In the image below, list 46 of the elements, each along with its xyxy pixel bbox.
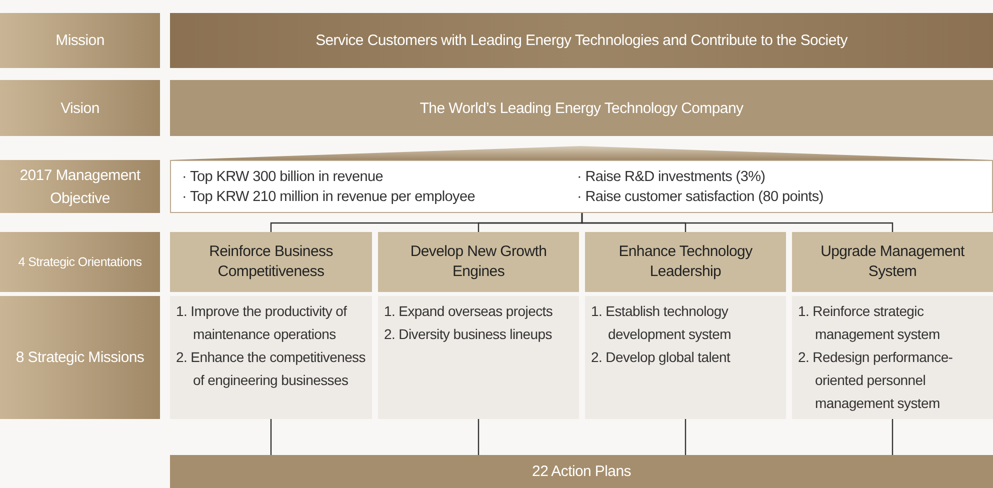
box-label: 8 Strategic Missions (16, 348, 144, 368)
connector-line (478, 419, 480, 455)
mission-box (378, 296, 579, 419)
row-label-box (0, 160, 160, 213)
mission-box (792, 296, 993, 419)
connector-line (270, 419, 272, 455)
mission-band (170, 13, 993, 68)
list-item: 1. Establish technology development system (591, 302, 732, 344)
objective-box (170, 146, 993, 213)
box-label: Enhance Technology Leadership (618, 242, 754, 282)
box-label: 4 Strategic Orientations (18, 254, 142, 271)
objective-item: · Raise R&D investments (3%) (577, 168, 766, 186)
list-item: 2. Develop global talent (591, 348, 732, 367)
list-item: 2. Enhance the competitiveness of engineering businesses (176, 348, 366, 390)
box-label: 22 Action Plans (532, 463, 631, 480)
box-label: 2017 Management Objective (18, 166, 142, 208)
row-label-box (0, 80, 160, 136)
box-label: Service Customers with Leading Energy Technologies and Contribute to the Society (316, 32, 848, 49)
box-label: Develop New Growth Engines (409, 242, 548, 282)
list-item: 2. Redesign performance-oriented personnel management system (798, 348, 954, 413)
connector-line (892, 419, 894, 455)
connector-line (684, 419, 686, 455)
connector-line (581, 213, 894, 232)
box-label: Vision (60, 98, 100, 118)
box-label: Upgrade Management System (820, 242, 966, 282)
objective-item: · Top KRW 300 billion in revenue (182, 168, 384, 186)
box-label: Reinforce Business Competitiveness (208, 242, 334, 282)
action-plans-band (170, 455, 993, 488)
box-label: The World’s Leading Energy Technology Company (420, 100, 744, 116)
orientation-box (792, 232, 993, 292)
list-item: 2. Diversity business lineups (384, 325, 553, 344)
box-label: Mission (56, 31, 104, 51)
vision-band (170, 80, 993, 136)
orientation-box (378, 232, 579, 292)
list-item: 1. Improve the productivity of maintenance operations (176, 302, 348, 344)
mission-box (585, 296, 786, 419)
list-item: 1. Reinforce strategic management system (798, 302, 941, 344)
objective-item: · Top KRW 210 million in revenue per employee (182, 188, 476, 206)
list-item: 1. Expand overseas projects (384, 302, 554, 321)
orientation-box (585, 232, 786, 292)
row-label-box (0, 232, 160, 292)
mission-box (170, 296, 372, 419)
row-label-box (0, 13, 160, 68)
objective-item: · Raise customer satisfaction (80 points) (577, 188, 824, 206)
row-label-box (0, 296, 160, 419)
orientation-box (170, 232, 372, 292)
